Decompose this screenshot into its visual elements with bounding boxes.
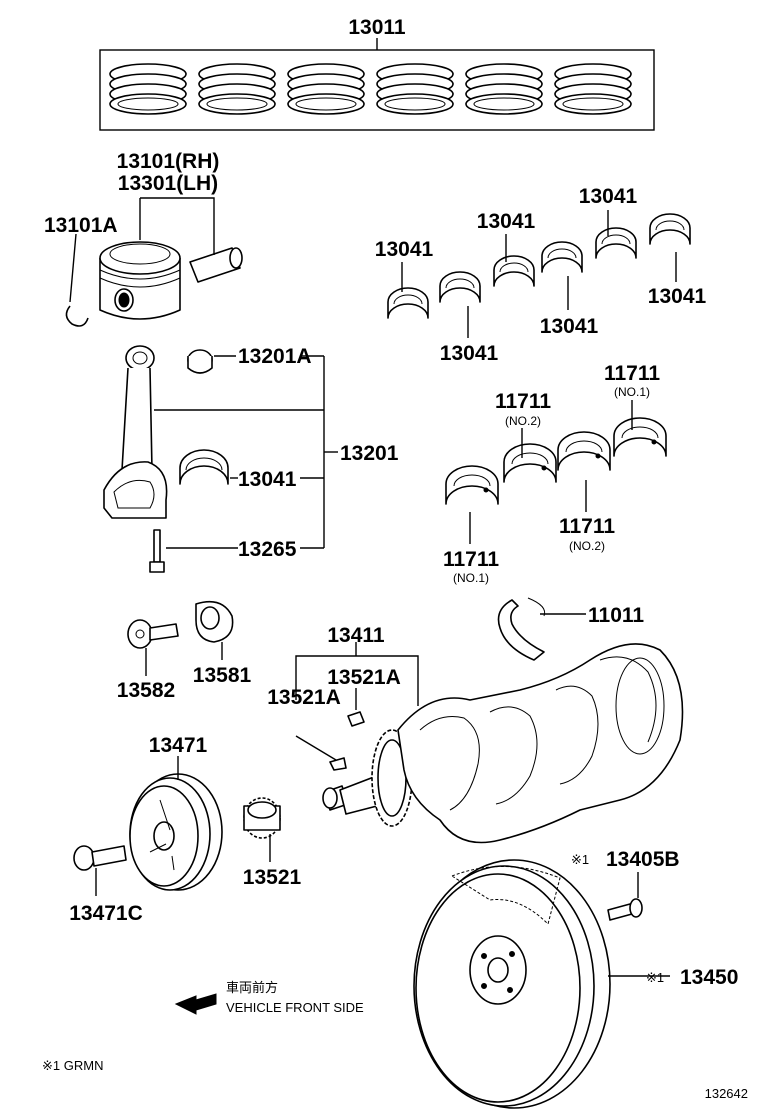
direction-jp: 車両前方 [226, 980, 278, 995]
label-13521: 13521 [243, 866, 302, 889]
label-11011: 11011 [588, 604, 644, 627]
main-bearing-no1-lower [445, 465, 499, 505]
label-11711-no1-low-sub: (NO.1) [453, 571, 489, 585]
label-13265: 13265 [238, 538, 297, 561]
label-13041-rod: 13041 [238, 468, 297, 491]
piston [99, 241, 181, 320]
thrust-washer [497, 597, 546, 661]
ring-stack-6 [554, 63, 632, 115]
connecting-rod [103, 345, 168, 519]
crank-sprocket [243, 797, 281, 839]
label-11711-no1-top: 11711 [604, 362, 660, 385]
label-13521a-left: 13521A [267, 686, 341, 709]
label-13101-rh: 13101(RH) [117, 150, 220, 173]
mark-13405b: ※1 [571, 852, 589, 867]
ring-stack-2 [198, 63, 276, 115]
label-13041-mid: 13041 [540, 315, 599, 338]
label-13011: 13011 [348, 16, 406, 39]
label-13471: 13471 [149, 734, 208, 757]
label-13041-top-right: 13041 [579, 185, 638, 208]
label-13471c: 13471C [69, 902, 143, 925]
key-left [329, 757, 347, 771]
bearing-shell-4 [541, 241, 583, 273]
bearing-shell-1 [387, 287, 429, 319]
snap-ring [65, 305, 89, 327]
label-13041-top-center: 13041 [477, 210, 536, 233]
main-bearing-no2-upper [503, 443, 557, 483]
rod-bearing [179, 449, 229, 485]
label-13201a: 13201A [238, 345, 312, 368]
label-13041-left: 13041 [375, 238, 434, 261]
flywheel-bolt [607, 898, 643, 921]
label-13582: 13582 [117, 679, 175, 702]
front-arrow-icon [174, 993, 217, 1015]
pulley-bolt [73, 845, 127, 871]
label-13521a-right: 13521A [327, 666, 401, 689]
crankshaft [322, 643, 684, 844]
rod-bearings-group [387, 213, 691, 319]
bolt-13582 [127, 619, 179, 649]
direction-en: VEHICLE FRONT SIDE [226, 1000, 364, 1015]
bearing-shell-2 [439, 271, 481, 303]
label-11711-no2-low: 11711 [559, 515, 615, 538]
figure-id: 132642 [705, 1086, 748, 1101]
mark-13450: ※1 [646, 970, 664, 985]
flywheel [413, 859, 611, 1109]
bearing-shell-5 [595, 227, 637, 259]
label-13450: 13450 [680, 966, 738, 989]
bearing-shell-6 [649, 213, 691, 245]
label-13101a: 13101A [44, 214, 118, 237]
key-right [347, 711, 365, 727]
piston-ring-set [99, 38, 655, 131]
bearing-shell-3 [493, 255, 535, 287]
label-11711-no2-top: 11711 [495, 390, 551, 413]
washer-13581 [195, 600, 234, 643]
label-13581: 13581 [193, 664, 252, 687]
label-13411: 13411 [327, 624, 385, 647]
main-bearing-no1-upper [613, 417, 667, 457]
piston-pin [189, 247, 243, 283]
ring-stack-4 [376, 63, 454, 115]
rod-bolt [149, 529, 165, 573]
ring-stack-1 [109, 63, 187, 115]
label-11711-no1-low: 11711 [443, 548, 499, 571]
label-13041-right: 13041 [648, 285, 707, 308]
label-13201: 13201 [340, 442, 399, 465]
ring-stack-5 [465, 63, 543, 115]
label-11711-no2-top-sub: (NO.2) [505, 414, 541, 428]
rod-bushing [187, 349, 213, 374]
footnote: ※1 GRMN [42, 1058, 103, 1073]
main-bearing-no2-lower [557, 431, 611, 471]
main-bearings-group [445, 417, 667, 505]
label-13301-lh: 13301(LH) [118, 172, 218, 195]
label-13405b: 13405B [606, 848, 680, 871]
label-13041-low: 13041 [440, 342, 499, 365]
crank-pulley [129, 773, 223, 891]
ring-stack-3 [287, 63, 365, 115]
label-11711-no2-low-sub: (NO.2) [569, 539, 605, 553]
label-11711-no1-top-sub: (NO.1) [614, 385, 650, 399]
